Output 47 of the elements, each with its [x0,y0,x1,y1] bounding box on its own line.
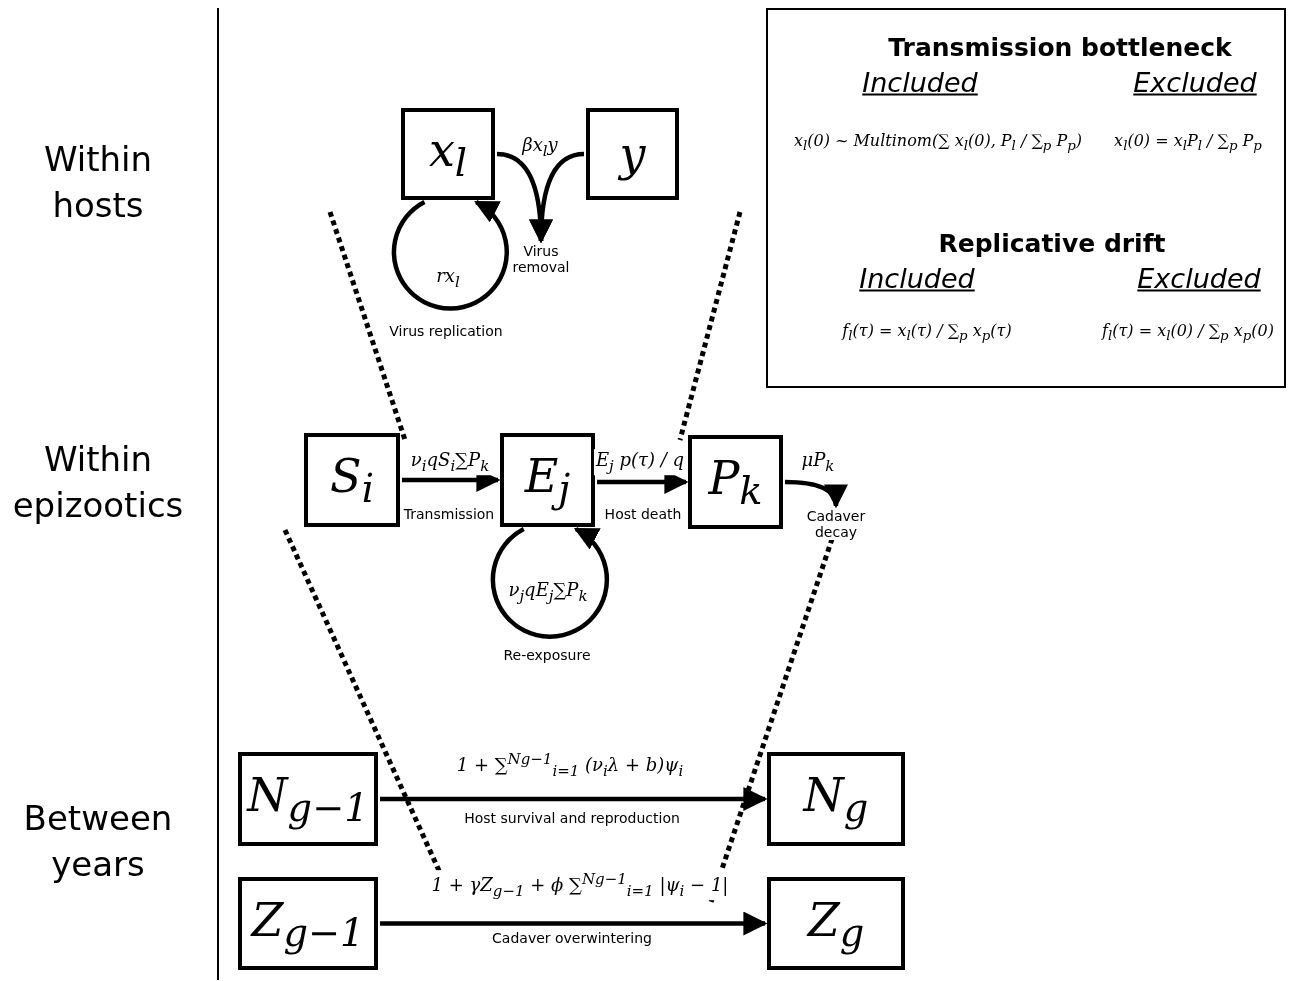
variable-symbol: N$_{g}$ [803,767,869,831]
variable-symbol: S$_{i}$ [330,448,374,512]
process-caption: Host survival and reproduction [464,810,680,826]
column-heading: Excluded [1133,66,1257,98]
variable-box [688,435,783,529]
level-heading: Within hosts [42,138,154,227]
process-caption: Cadaver overwintering [492,930,652,946]
process-caption: Virus removal [510,243,572,275]
variable-symbol: y [619,127,646,181]
arrow [380,911,768,936]
formula: f$_{l}$(τ) = x$_{l}$(0) / ∑$_{p}$ x$_{p}$(0) [1100,320,1276,344]
rate-label: ν$_{j}$qE$_{j}$∑P$_{k}$ [506,579,590,605]
variable-box [586,108,679,200]
process-caption: Re-exposure [503,647,591,663]
variable-symbol: Z$_{g}$ [807,892,865,955]
rate-label: βx$_{l}$y [520,134,560,160]
column-heading: Included [862,66,978,98]
process-caption: Virus replication [389,323,503,339]
formula-panel [766,8,1286,388]
level-heading: Between years [22,797,174,886]
formula: f$_{l}$(τ) = x$_{l}$(τ) / ∑$_{p}$ x$_{p}$(τ) [840,320,1014,344]
variable-symbol: E$_{j}$ [524,448,571,512]
variable-box [304,433,400,527]
variable-box [767,877,905,970]
loop-arrow [490,527,610,639]
variable-symbol: x$_{l}$ [428,122,468,186]
variable-box [401,108,495,200]
arrow [380,787,768,811]
variable-symbol: N$_{g−1}$ [247,767,369,831]
variable-box [500,433,595,527]
arrow [529,151,585,244]
variable-symbol: P$_{k}$ [708,450,763,514]
section-heading: Replicative drift [938,228,1166,258]
variable-box [238,877,378,970]
level-heading: Within epizootics [11,438,185,527]
loop-arrow [391,200,509,311]
formula: x$_{l}$(0) = x$_{l}$P$_{l}$ / ∑$_{p}$ P$_{p}$ [1112,130,1264,154]
column-heading: Included [859,262,975,294]
arrow [784,479,846,509]
process-caption: Transmission [403,506,495,522]
column-heading: Excluded [1137,262,1261,294]
variable-box [767,752,905,846]
section-heading: Transmission bottleneck [888,32,1232,62]
process-caption: Host death [604,506,682,522]
variable-symbol: Z$_{g−1}$ [251,892,365,955]
variable-box [238,752,378,846]
rate-label: E$_{j}$ p(τ) / q [593,449,687,475]
